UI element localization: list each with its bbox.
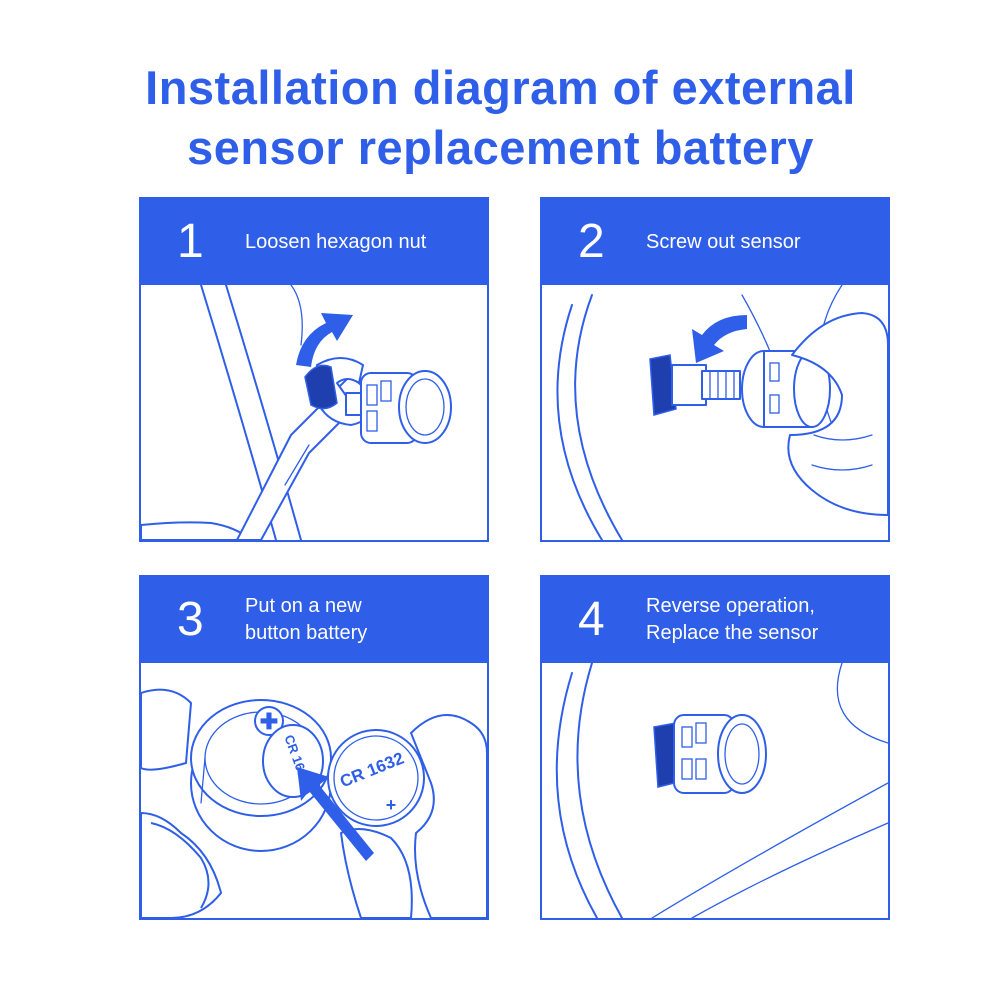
step-1-header: 1 Loosen hexagon nut xyxy=(141,199,487,285)
step-3-header: 3 Put on a new button battery xyxy=(141,577,487,663)
unscrew-sensor-illustration xyxy=(556,285,888,540)
step-4-header: 4 Reverse operation, Replace the sensor xyxy=(542,577,888,663)
step-4-panel: 4 Reverse operation, Replace the sensor xyxy=(540,575,890,920)
step-4-number: 4 xyxy=(578,593,605,646)
plus-screw-icon: ✚ xyxy=(260,709,278,734)
step-4-text-line-2: Replace the sensor xyxy=(646,622,819,644)
step-4-instruction: Reverse operation, Replace the sensor xyxy=(646,577,882,663)
step-3-text-line-1: Put on a new xyxy=(245,595,362,617)
step-2-text-line-1: Screw out sensor xyxy=(646,230,801,253)
step-3-panel: 3 Put on a new button battery ✚ CR 1632 … xyxy=(139,575,489,920)
reinstalled-sensor-illustration xyxy=(555,663,888,918)
step-2-instruction: Screw out sensor xyxy=(646,199,882,285)
insert-battery-illustration: ✚ CR 1632 CR 1632 + xyxy=(141,688,487,918)
step-3-text-line-2: button battery xyxy=(245,622,368,644)
step-1-panel: 1 Loosen hexagon nut xyxy=(139,197,489,542)
battery-plus-icon: + xyxy=(386,795,397,815)
step-4-text-line-1: Reverse operation, xyxy=(646,595,815,617)
page-title: Installation diagram of external sensor … xyxy=(0,58,1001,178)
step-1-number: 1 xyxy=(177,215,204,268)
wrench-loosening-nut-illustration xyxy=(141,285,452,540)
step-1-text-line-1: Loosen hexagon nut xyxy=(245,230,427,253)
step-1-instruction: Loosen hexagon nut xyxy=(245,199,481,285)
step-2-panel: 2 Screw out sensor xyxy=(540,197,890,542)
step-2-header: 2 Screw out sensor xyxy=(542,199,888,285)
title-line-2: sensor replacement battery xyxy=(187,121,814,174)
step-3-instruction: Put on a new button battery xyxy=(245,577,481,663)
step-2-number: 2 xyxy=(578,215,605,268)
title-line-1: Installation diagram of external xyxy=(145,61,856,114)
step-3-number: 3 xyxy=(177,593,204,646)
